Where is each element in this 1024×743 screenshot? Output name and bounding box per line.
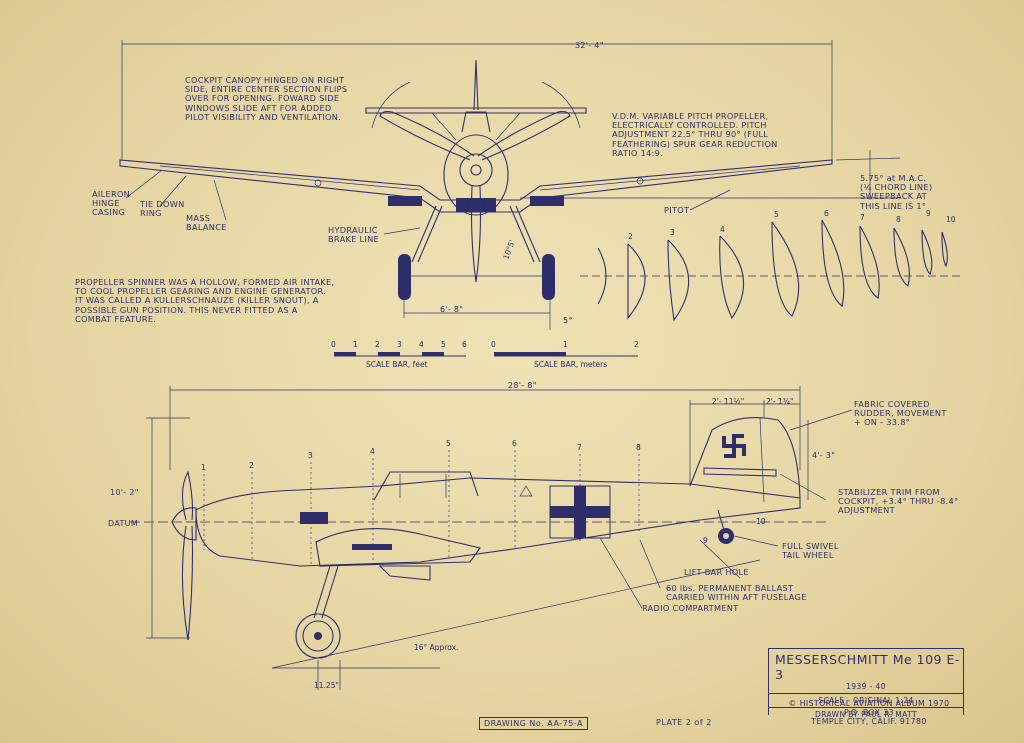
liftbar-label: LIFT BAR HOLE	[684, 567, 749, 577]
scale-meters-label: SCALE BAR, meters	[534, 360, 607, 369]
po-box: P.O. BOX 33	[844, 708, 894, 717]
toe-in-mark: 10°5'	[501, 239, 516, 261]
station-label: 1	[201, 463, 206, 472]
scale-tick: 0	[331, 340, 336, 349]
scale-tick: 4	[419, 340, 424, 349]
scale-tick: 1	[353, 340, 358, 349]
station-label: 7	[577, 443, 582, 452]
station-label: 4	[370, 447, 375, 456]
station-label: 3	[308, 451, 313, 460]
station-label: 6	[512, 439, 517, 448]
mass-balance-label: MASS BALANCE	[186, 213, 227, 233]
scale-tick: 0	[491, 340, 496, 349]
propeller-note: V.D.M. VARIABLE PITCH PROPELLER, ELECTRI…	[612, 111, 778, 158]
radio-label: RADIO COMPARTMENT	[642, 603, 739, 613]
fin-marking	[722, 434, 746, 458]
rudder-note: FABRIC COVERED RUDDER, MOVEMENT + on - 3…	[854, 399, 947, 428]
tail-dim-1: 2'- 11½"	[712, 397, 744, 406]
scale-tick: 2	[634, 340, 639, 349]
drawn-by: DRAWN BY PAUL R. MATT	[815, 710, 917, 719]
station-label: 5	[446, 439, 451, 448]
mac-note: 5.75° at M.A.C. (¼ CHORD LINE) SWEEPBACK…	[860, 173, 933, 211]
section-label: 10	[946, 215, 956, 224]
section-label: 7	[860, 213, 865, 222]
side-view: 28'- 8" 10'- 2"	[108, 381, 853, 690]
scale-feet-label: SCALE BAR, feet	[366, 360, 428, 369]
ground-angle: 16° Approx.	[414, 643, 458, 652]
height-dimension: 10'- 2"	[110, 488, 139, 497]
plate-number: PLATE 2 of 2	[656, 718, 712, 727]
section-label: 9	[926, 209, 931, 218]
tiedown-label: TIE DOWN RING	[140, 199, 185, 219]
span-dimension: 32'- 4"	[575, 41, 604, 50]
city: TEMPLE CITY, CALIF. 91780	[811, 717, 927, 726]
station-label: 10	[756, 517, 766, 526]
scale-tick: 3	[397, 340, 402, 349]
album-credit: © HISTORICAL AVIATION ALBUM 1970	[788, 699, 950, 708]
aircraft-title: MESSERSCHMITT Me 109 E-3	[775, 652, 960, 682]
scale-tick: 2	[375, 340, 380, 349]
cockpit-note: COCKPIT CANOPY HINGED ON RIGHT SIDE, ENT…	[185, 75, 348, 122]
spinner-note: PROPELLER SPINNER WAS A HOLLOW, FORMED A…	[75, 277, 335, 324]
address-block: © HISTORICAL AVIATION ALBUM 1970 P.O. BO…	[774, 699, 964, 726]
scale-bars: 0 1 2 3 4 5 6 SCALE BAR, feet 0 1 2 SCAL…	[331, 340, 639, 369]
station-label: 2	[249, 461, 254, 470]
station-label: 8	[636, 443, 641, 452]
section-label: 6	[824, 209, 829, 218]
stabilizer-note: STABILIZER TRIM FROM COCKPIT, +3.4° THRU…	[838, 487, 959, 516]
tailwheel-label: FULL SWIVEL TAIL WHEEL	[782, 541, 839, 561]
section-label: 8	[896, 215, 901, 224]
wheel-offset: 11.25"	[314, 681, 339, 690]
scale-tick: 6	[462, 340, 467, 349]
section-label: 5	[774, 210, 779, 219]
scale-original: SCALE - ORIGINAL 1:24	[818, 696, 914, 705]
hydraulic-label: HYDRAULIC BRAKE LINE	[328, 225, 379, 245]
ballast-label: 60 lbs. PERMANENT BALLAST CARRIED WITHIN…	[666, 583, 807, 603]
section-label: 3	[670, 228, 675, 237]
datum-label: DATUM	[108, 519, 138, 528]
tail-dim-2: 2'- 1¾"	[766, 397, 793, 406]
track-dimension: 6'- 8"	[440, 305, 463, 314]
scale-tick: 1	[563, 340, 568, 349]
drawing-number: DRAWING No. AA-75-A	[479, 717, 588, 730]
pitot-label: PITOT	[664, 205, 690, 215]
tail-height: 4'- 3"	[812, 451, 835, 460]
scale-tick: 5	[441, 340, 446, 349]
gear-angle: 5°	[563, 316, 573, 325]
length-dimension: 28'- 8"	[508, 381, 537, 390]
station-label: 9	[703, 536, 708, 545]
wing-sections: 2 3 4 5 6 7 8 9 10	[580, 209, 960, 322]
section-label: 2	[628, 232, 633, 241]
title-block: MESSERSCHMITT Me 109 E-3 1939 - 40 SCALE…	[768, 648, 964, 719]
years: 1939 - 40	[846, 682, 886, 691]
aileron-label: AILERON HINGE CASING	[92, 189, 131, 218]
section-label: 4	[720, 225, 725, 234]
